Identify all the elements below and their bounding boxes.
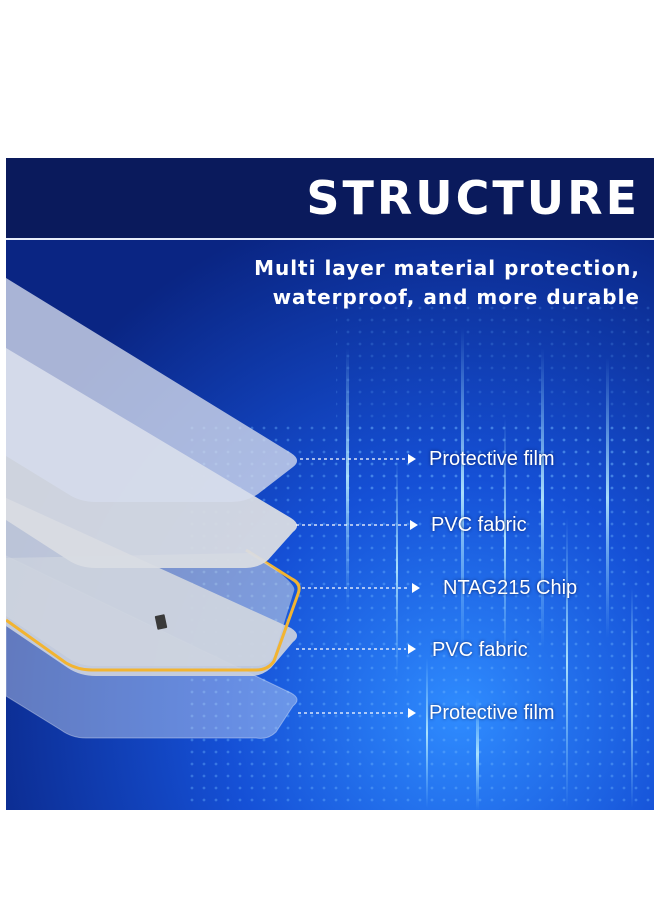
page-title: STRUCTURE bbox=[306, 171, 640, 225]
arrow-head-5 bbox=[408, 708, 416, 718]
label-pvc-fabric-lower: PVC fabric bbox=[432, 639, 528, 661]
arrow-head-4 bbox=[408, 644, 416, 654]
arrow-head-2 bbox=[410, 520, 418, 530]
subtitle-line-1: Multi layer material protection, bbox=[254, 256, 640, 280]
label-pvc-fabric-upper: PVC fabric bbox=[431, 514, 527, 536]
chip-antenna bbox=[6, 548, 301, 672]
label-ntag215-chip: NTAG215 Chip bbox=[443, 577, 578, 599]
subtitle: Multi layer material protection, waterpr… bbox=[254, 254, 640, 312]
layer-stack-diagram bbox=[6, 278, 420, 739]
structure-panel: STRUCTURE Multi layer material protectio… bbox=[6, 158, 654, 810]
arrow-head-3 bbox=[412, 583, 420, 593]
protective-film-top bbox=[6, 278, 298, 502]
subtitle-line-2: waterproof, and more durable bbox=[272, 285, 640, 309]
title-banner: STRUCTURE bbox=[6, 158, 654, 240]
ntag215-chip bbox=[154, 614, 168, 630]
chip-layer bbox=[6, 553, 295, 666]
arrow-head-1 bbox=[408, 454, 416, 464]
label-protective-film-top: Protective film bbox=[429, 448, 555, 470]
background-light-streaks bbox=[6, 158, 654, 810]
label-protective-film-bottom: Protective film bbox=[429, 702, 555, 724]
